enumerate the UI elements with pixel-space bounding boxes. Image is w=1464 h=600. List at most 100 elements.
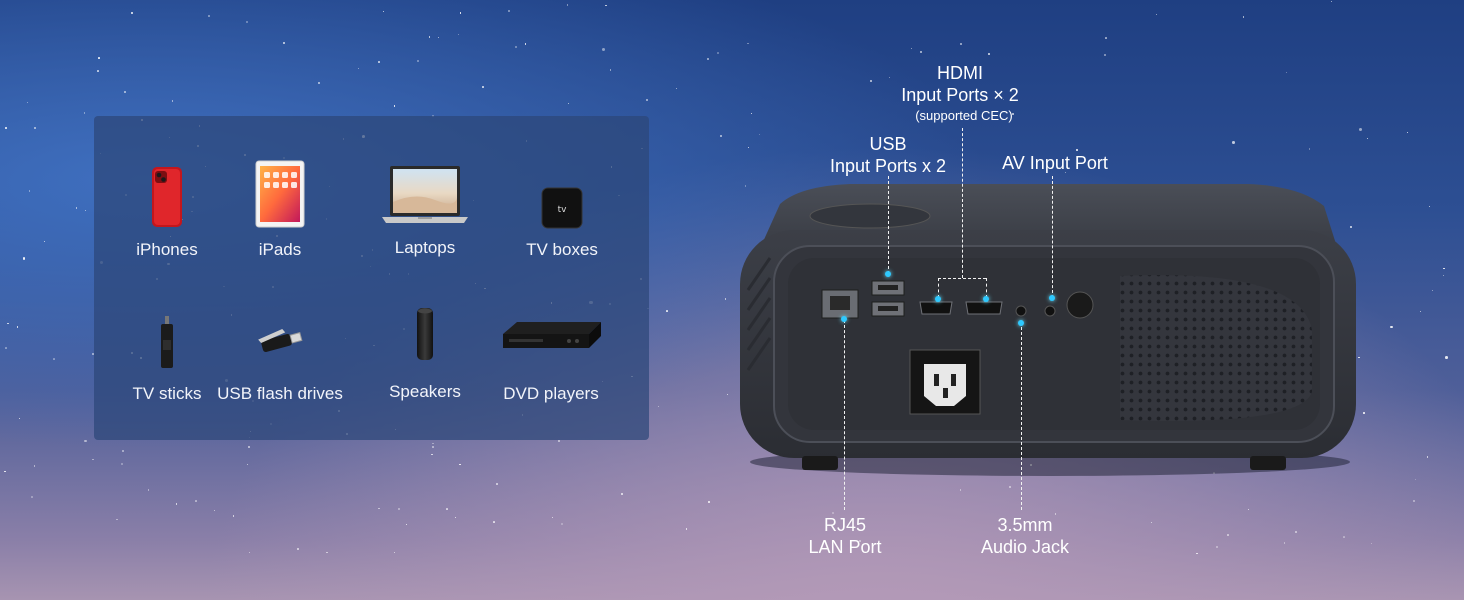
star [1003,99,1005,101]
star [382,10,385,13]
device-ipads: iPads [215,160,345,270]
device-dvd-players: DVD players [486,306,616,416]
star [31,496,33,499]
compatible-devices-panel: iPhones iPads [94,116,649,440]
device-label: USB flash drives [217,384,343,403]
star [131,11,133,14]
speaker-icon [415,306,435,367]
star [213,509,216,512]
star [858,540,861,543]
hdmi-cec-note: (supported CEC) [915,108,1013,123]
star [959,42,962,45]
star [28,190,30,192]
star [744,185,746,187]
star [1415,478,1417,480]
device-label: iPads [258,240,302,259]
av-port-marker [1049,295,1055,301]
ipad-icon [255,160,305,233]
hdmi-leader-branch [938,278,986,279]
star [666,309,668,312]
device-label: DVD players [503,384,599,403]
tv-box-icon: tv [540,186,584,235]
star [1103,53,1107,56]
star [246,20,249,23]
star [75,206,78,209]
device-iphones: iPhones [102,160,232,270]
star [171,100,173,102]
star [34,126,37,129]
star [459,12,462,14]
projector-body-illustration [740,184,1356,476]
star [1308,148,1311,151]
star [605,4,607,7]
star [52,357,55,360]
star [1442,274,1444,277]
star [1196,552,1198,555]
projector [740,180,1358,480]
star [5,346,7,349]
star [26,102,28,104]
star [566,4,569,6]
star [1358,128,1362,132]
star [1011,112,1014,115]
star [869,80,872,83]
star [645,98,648,102]
device-label: TV sticks [132,384,202,403]
star [92,459,94,461]
star [459,464,461,466]
audio-jack-subtitle: Audio Jack [980,537,1070,557]
audio-jack-leader-line [1021,322,1022,510]
hdmi-leader-right [986,278,987,298]
rj45-title: RJ45 [823,515,867,535]
star [496,482,499,485]
star [750,112,753,115]
star [432,442,434,444]
audio-jack-callout: 3.5mm Audio Jack [970,514,1080,558]
star [246,463,248,465]
tv-stick-icon [159,316,175,375]
star [675,87,677,89]
star [378,61,380,64]
star [493,520,496,523]
star [1155,13,1157,15]
star [560,523,563,526]
star [122,449,125,452]
star [416,60,420,63]
audio-jack-port-marker [1018,320,1024,326]
star [551,516,553,518]
star [707,58,710,61]
star [457,33,460,36]
star [1242,16,1245,19]
star [116,518,118,521]
hdmi-leader-left [938,278,939,298]
star [208,14,210,17]
device-laptops: Laptops [360,160,490,270]
star [1105,37,1107,39]
star [195,500,197,502]
star [5,127,7,130]
star [1248,509,1250,511]
usb-leader-line [888,176,889,274]
star [1445,355,1449,359]
star [1413,500,1416,503]
star [601,48,605,52]
star [121,462,124,465]
hdmi-subtitle: Input Ports × 2 [901,85,1019,105]
star [393,105,396,107]
usb-flash-drive-icon [255,320,305,365]
star [1294,530,1297,533]
star [91,353,94,355]
star [1420,310,1422,312]
star [832,511,835,514]
av-callout: AV Input Port [1002,153,1108,173]
star [524,43,527,45]
device-label: iPhones [136,240,198,259]
star [717,52,720,54]
star [558,440,561,443]
star [33,465,36,467]
star [318,82,321,85]
star [1350,225,1353,228]
usb-title: USB [869,134,907,154]
star [358,68,360,70]
rj45-subtitle: LAN Port [808,537,882,557]
